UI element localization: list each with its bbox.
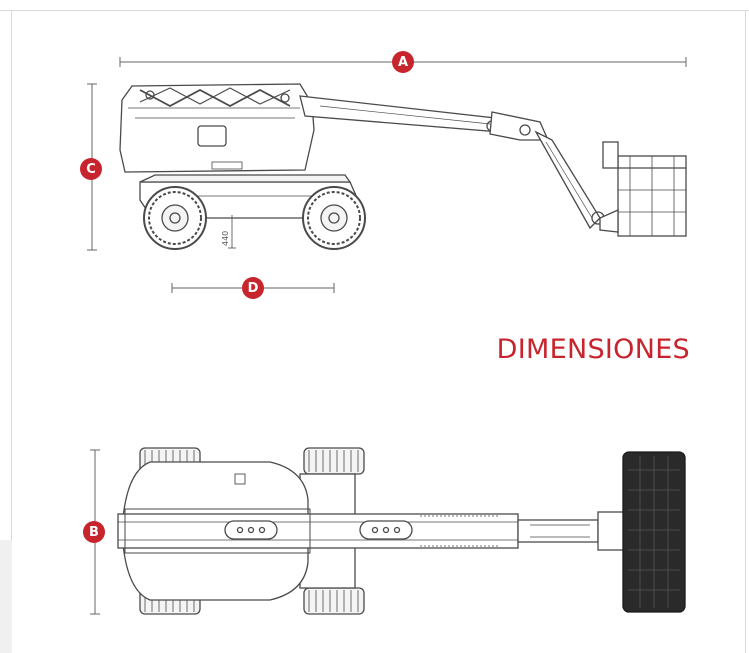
side-panel [0,540,12,653]
front-wheel-side [143,186,207,250]
frame-left [11,10,12,653]
clearance-label: 440 [221,231,230,246]
side-view-boom-lift: 440 [119,83,687,250]
wheel-top-rr [303,587,365,615]
lower-boom-links [139,88,291,108]
marker-d: D [242,277,264,299]
wheel-top-fr [303,447,365,475]
marker-a: A [392,51,414,73]
frame-right [745,10,746,653]
section-title: DIMENSIONES [496,334,690,365]
rear-wheel-side [302,186,366,250]
jib-top [517,519,599,543]
jib-arm [534,130,601,230]
top-view-boom-lift [117,447,686,615]
marker-c: C [80,158,102,180]
basket-side [599,141,687,237]
basket-top [622,451,686,613]
main-boom [299,95,501,133]
boom-knuckle [489,111,550,141]
marker-b: B [83,521,105,543]
frame-top [0,10,749,11]
boom-top [117,513,519,549]
